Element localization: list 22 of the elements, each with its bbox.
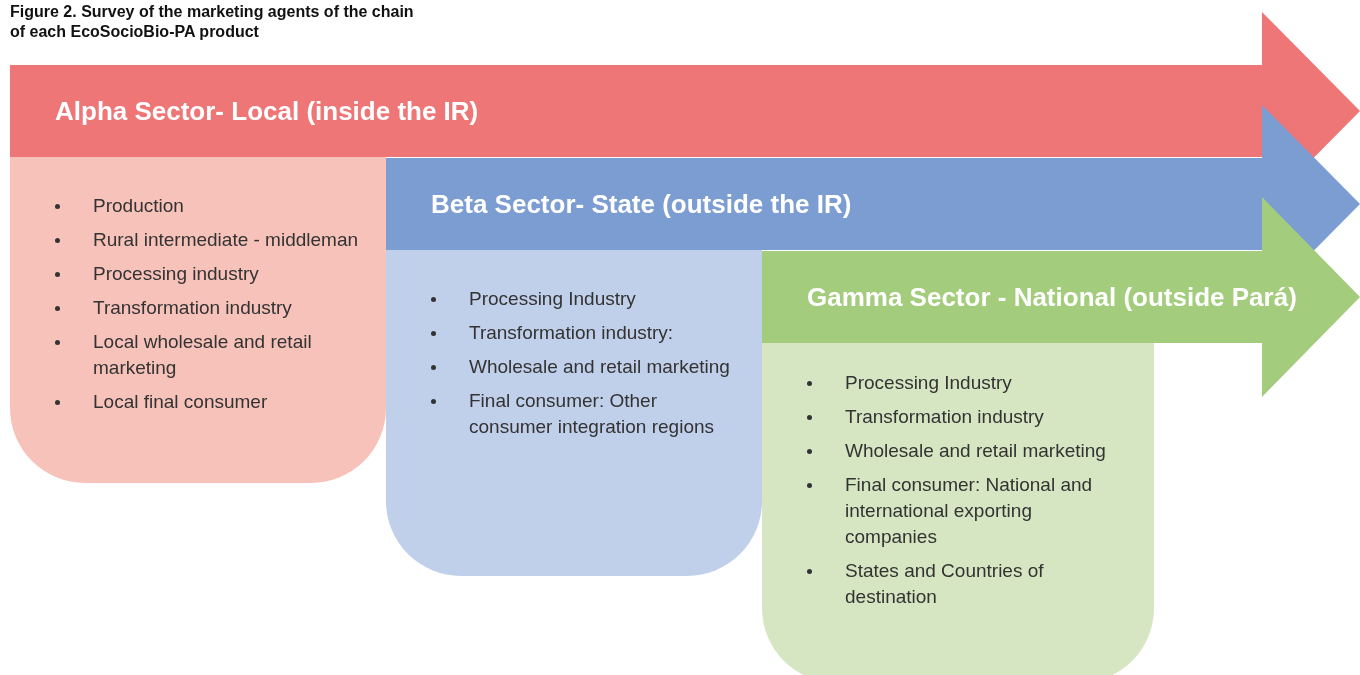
sector-heading: Gamma Sector - National (outside Pará) [807,282,1297,312]
sector-heading: Alpha Sector- Local (inside the IR) [55,96,479,126]
figure-title: Figure 2. Survey of the marketing agents of the chain of each EcoSocioBio-PA product [10,2,415,42]
list-item: Wholesale and retail marketing [469,355,731,379]
list-item: Final consumer: National and international exporting companies [845,473,1094,549]
list-item: Processing industry [93,262,260,286]
list-item: Final consumer: Other consumer integration regions [469,389,716,439]
agent-list-panel [386,250,762,576]
list-item: Local final consumer [93,390,269,414]
agent-list-panel [10,157,386,483]
list-item: States and Countries of destination [845,559,1045,609]
list-item: Wholesale and retail marketing [845,439,1107,463]
list-item: Transformation industry: [469,321,675,345]
sector-heading: Beta Sector- State (outside the IR) [431,189,852,219]
list-item: Rural intermediate - middleman [93,228,360,252]
list-item: Local wholesale and retail marketing [93,330,313,380]
list-item: Transformation industry [845,405,1045,429]
list-item: Processing Industry [845,371,1013,395]
list-item: Transformation industry [93,296,293,320]
list-item: Processing Industry [469,287,637,311]
agent-list-panel [762,343,1154,675]
list-item: Production [93,194,185,218]
